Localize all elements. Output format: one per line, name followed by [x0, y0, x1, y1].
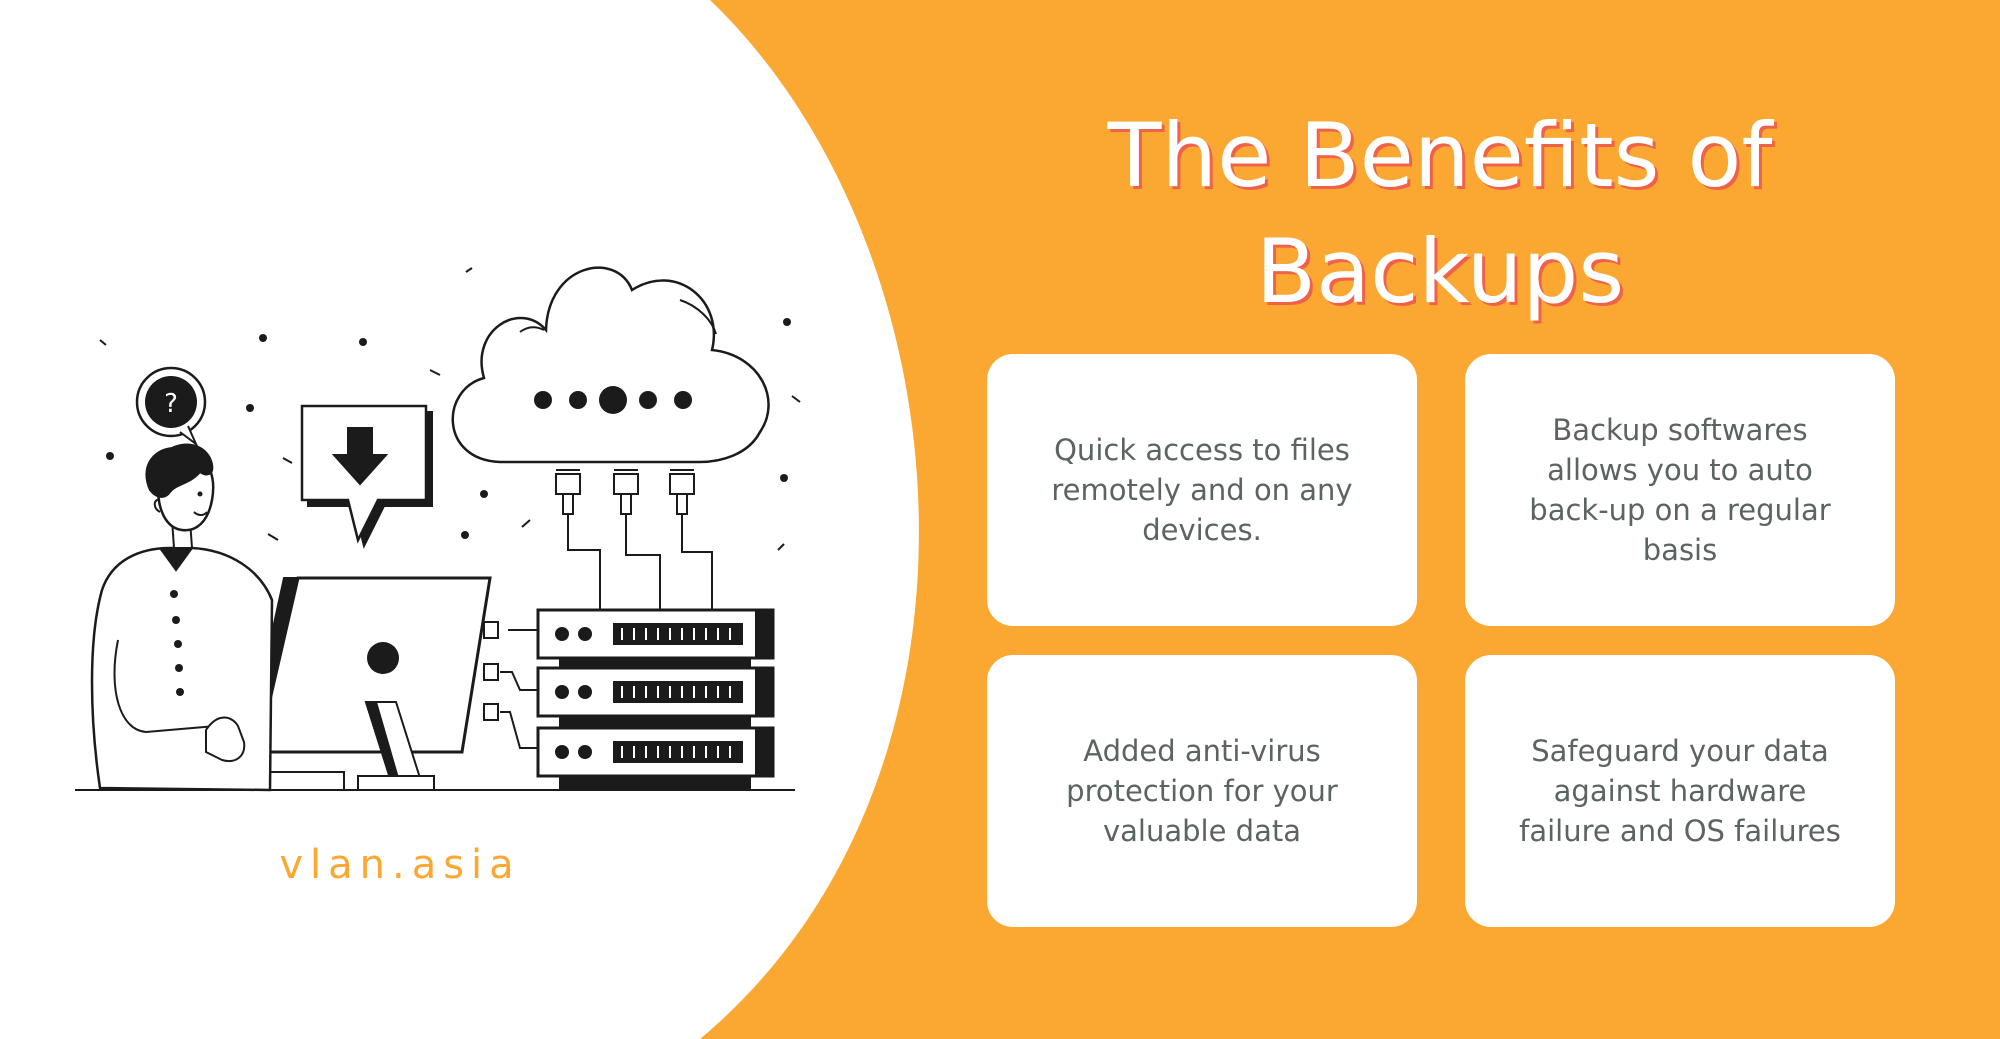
download-arrow-icon [300, 404, 433, 549]
benefit-card-text: Quick access to files remotely and on an… [1051, 433, 1353, 547]
brand-footer: vlan.asia [279, 842, 521, 888]
question-bubble-icon: ? [135, 366, 207, 448]
server-rack-icon [483, 608, 775, 791]
backup-illustration: ? [75, 266, 801, 792]
cloud-icon [451, 266, 770, 610]
svg-text:?: ? [164, 389, 178, 419]
benefit-card-text: Added anti-virus protection for your val… [1066, 734, 1338, 848]
page-title: The Benefits of Backups [1107, 104, 1773, 323]
benefit-card-text: Safeguard your data against hardware fai… [1519, 734, 1841, 848]
benefit-card-remote-access: Quick access to files remotely and on an… [987, 354, 1417, 626]
person-icon [90, 443, 274, 792]
benefit-card-antivirus: Added anti-virus protection for your val… [987, 655, 1417, 927]
benefit-card-auto-backup: Backup softwares allows you to auto back… [1465, 354, 1895, 626]
benefit-card-safeguard: Safeguard your data against hardware fai… [1465, 655, 1895, 927]
benefit-card-text: Backup softwares allows you to auto back… [1529, 413, 1831, 567]
